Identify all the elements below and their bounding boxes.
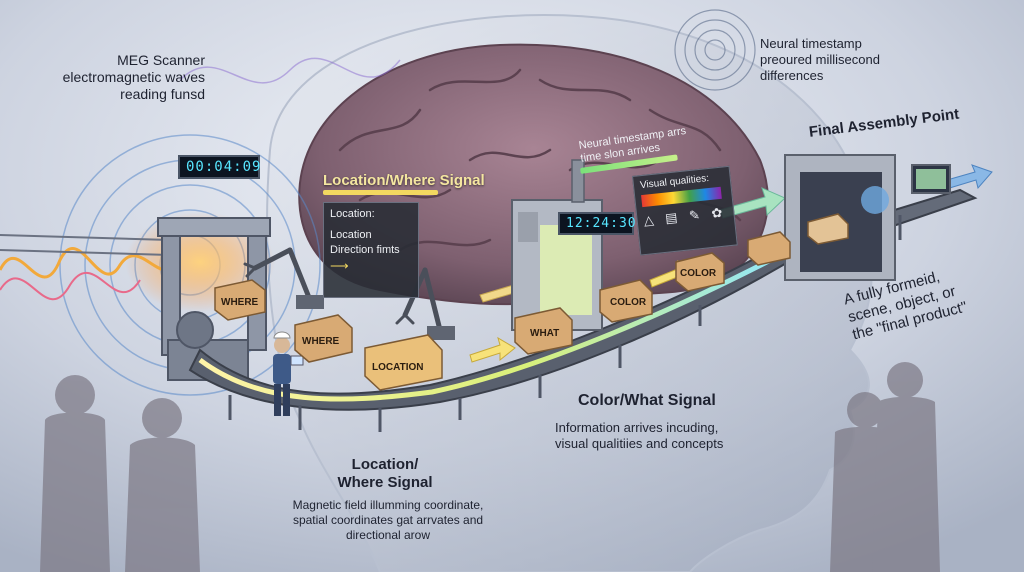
direction-arrow-icon: ⟶ bbox=[330, 258, 349, 273]
box-label: WHERE bbox=[221, 297, 259, 308]
robot-arm-base bbox=[296, 295, 324, 309]
color-signal-description: Information arrives incuding, visual qua… bbox=[555, 420, 724, 451]
robot-arm-2-base bbox=[427, 326, 455, 340]
worker-icon bbox=[273, 331, 304, 416]
station-clock: 12:24:30 bbox=[558, 212, 636, 235]
signal-wave-2 bbox=[0, 271, 141, 301]
box-blank-1 bbox=[747, 231, 791, 266]
svg-text:COLOR: COLOR bbox=[610, 297, 647, 308]
location-panel: Location: Location Direction fimts ⟶ bbox=[323, 202, 419, 298]
processing-station bbox=[511, 159, 603, 331]
robot-arm-icon bbox=[243, 247, 313, 303]
scanner-clock: 00:04:09 bbox=[178, 155, 260, 179]
box-blank-2 bbox=[807, 213, 849, 245]
scanner-label: MEG Scanner electromagnetic waves readin… bbox=[62, 52, 205, 102]
concept-icons: △ ▤ ✎ ✿ bbox=[642, 204, 727, 228]
svg-text:LOCATION: LOCATION bbox=[372, 362, 423, 373]
box-location: LOCATION bbox=[364, 334, 443, 391]
box-where-2: WHERE bbox=[294, 314, 353, 363]
where-signal-title: Location/ Where Signal bbox=[337, 456, 433, 491]
brain-screen-icon bbox=[861, 186, 889, 214]
conveyor-legs bbox=[228, 215, 902, 432]
box-color-1: COLOR bbox=[599, 279, 653, 323]
where-signal-description: Magnetic field illumming coordinate, spa… bbox=[292, 498, 484, 542]
box-color-2: COLOR bbox=[675, 252, 725, 292]
signal-wave bbox=[0, 247, 182, 279]
box-where-1: WHERE bbox=[214, 279, 266, 321]
box-what: WHAT bbox=[514, 307, 573, 355]
svg-text:COLOR: COLOR bbox=[680, 268, 717, 279]
svg-text:WHAT: WHAT bbox=[530, 328, 559, 339]
people-silhouettes bbox=[40, 362, 940, 572]
wave-rings-top-icon bbox=[674, 9, 756, 91]
location-panel-bar bbox=[323, 190, 438, 195]
top-wave bbox=[179, 57, 401, 84]
visual-qualities-panel: Visual qualities: △ ▤ ✎ ✿ bbox=[632, 165, 738, 256]
location-panel-title: Location/Where Signal bbox=[323, 172, 485, 189]
svg-text:WHERE: WHERE bbox=[302, 336, 340, 347]
color-signal-title: Color/What Signal bbox=[578, 392, 716, 409]
left-rails bbox=[0, 234, 171, 256]
timestamp-note: Neural timestamp preoured millisecond di… bbox=[760, 36, 880, 83]
